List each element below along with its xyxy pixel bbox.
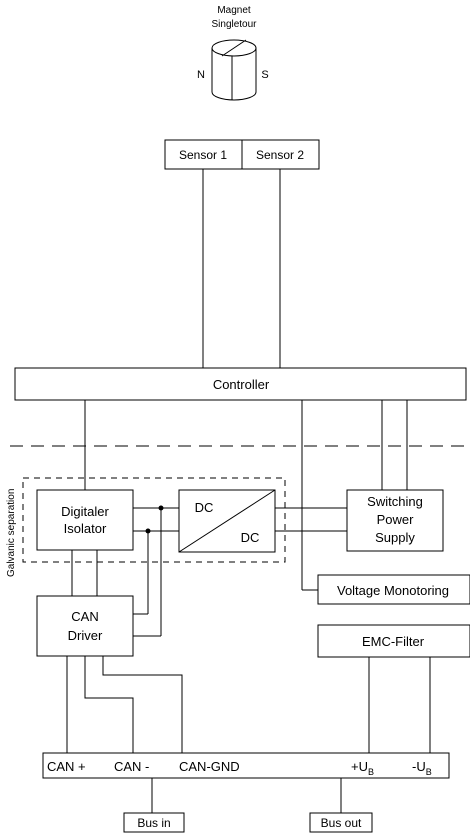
power-supply-label-line2: Power — [377, 512, 415, 527]
magnet: Magnet Singletour N S — [197, 5, 269, 101]
dcdc-top-label: DC — [195, 500, 214, 515]
controller-box — [14, 367, 467, 401]
can-driver-label-line1: CAN — [71, 609, 98, 624]
pole-s-label: S — [261, 69, 268, 81]
power-supply-label-line3: Supply — [375, 530, 415, 545]
power-supply-label-line1: Switching — [367, 494, 423, 509]
voltage-monitoring-box — [317, 574, 470, 605]
bus-in-box — [123, 812, 185, 833]
magnet-title-line1: Magnet — [217, 5, 251, 16]
isolator-label-line1: Digitaler — [61, 504, 109, 519]
can-driver-label-line2: Driver — [68, 628, 103, 643]
terminal-can-minus: CAN - — [114, 759, 149, 774]
controller-label: Controller — [213, 377, 270, 392]
terminal-ub-plus: +UB — [351, 759, 374, 777]
dcdc-diagonal — [178, 489, 276, 553]
terminal-strip: CAN + CAN - CAN-GND +UB -UB — [42, 752, 450, 779]
terminal-can-gnd: CAN-GND — [179, 759, 240, 774]
terminal-strip-box — [42, 752, 450, 779]
magnet-title-line2: Singletour — [211, 19, 257, 30]
voltage-monitoring-label: Voltage Monotoring — [337, 583, 449, 598]
power-supply-block: Switching Power Supply — [346, 489, 444, 552]
terminal-ub-minus: -UB — [412, 759, 432, 777]
sensor-2-label: Sensor 2 — [256, 148, 304, 162]
sensors-block: Sensor 1 Sensor 2 — [164, 139, 320, 170]
emc-filter-box — [317, 624, 470, 658]
emc-filter-block: EMC-Filter — [317, 624, 470, 658]
isolator-block: Digitaler Isolator — [36, 489, 134, 551]
terminal-can-plus: CAN + — [47, 759, 86, 774]
power-supply-box — [346, 489, 444, 552]
galvanic-separation-label: Galvanic separation — [6, 489, 17, 577]
voltage-monitoring-block: Voltage Monotoring — [317, 574, 470, 605]
galvanic-separation-box — [22, 477, 286, 563]
pole-n-label: N — [197, 69, 205, 81]
bus-out-label: Bus out — [321, 816, 362, 830]
emc-filter-label: EMC-Filter — [362, 634, 425, 649]
dcdc-bottom-label: DC — [241, 530, 260, 545]
isolator-box — [36, 489, 134, 551]
can-minus-wire — [84, 656, 134, 753]
can-driver-box — [36, 595, 134, 657]
controller-block: Controller — [14, 367, 467, 401]
can-gnd-wire — [102, 656, 183, 753]
sensor-1-label: Sensor 1 — [179, 148, 227, 162]
isolator-label-line2: Isolator — [64, 521, 107, 536]
dcdc-block: DC DC — [178, 489, 276, 553]
bus-out-box — [309, 812, 373, 833]
bus-out-block: Bus out — [309, 812, 373, 833]
bus-in-block: Bus in — [123, 812, 185, 833]
magnet-cylinder-icon — [211, 39, 257, 101]
can-driver-block: CAN Driver — [36, 595, 134, 657]
bus-in-label: Bus in — [137, 816, 170, 830]
